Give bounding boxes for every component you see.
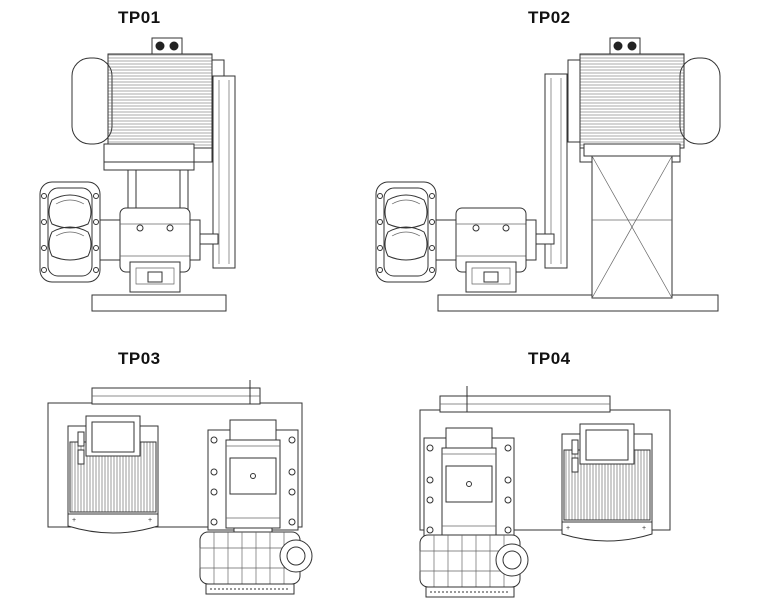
tp02-belt-guard [545,74,567,268]
tp04-label: TP04 [528,349,571,368]
tp01-baseplate [92,295,226,311]
tp02-baseplate [438,295,718,311]
tp04-drawing [419,386,670,598]
tp01-drawing [39,37,235,311]
tp02-label: TP02 [528,8,571,27]
tp02-drawing [375,37,721,311]
tp01-belt-guard [213,76,235,268]
tp03-label: TP03 [118,349,161,368]
tp03-drawing [48,380,312,595]
tp01-label: TP01 [118,8,161,27]
